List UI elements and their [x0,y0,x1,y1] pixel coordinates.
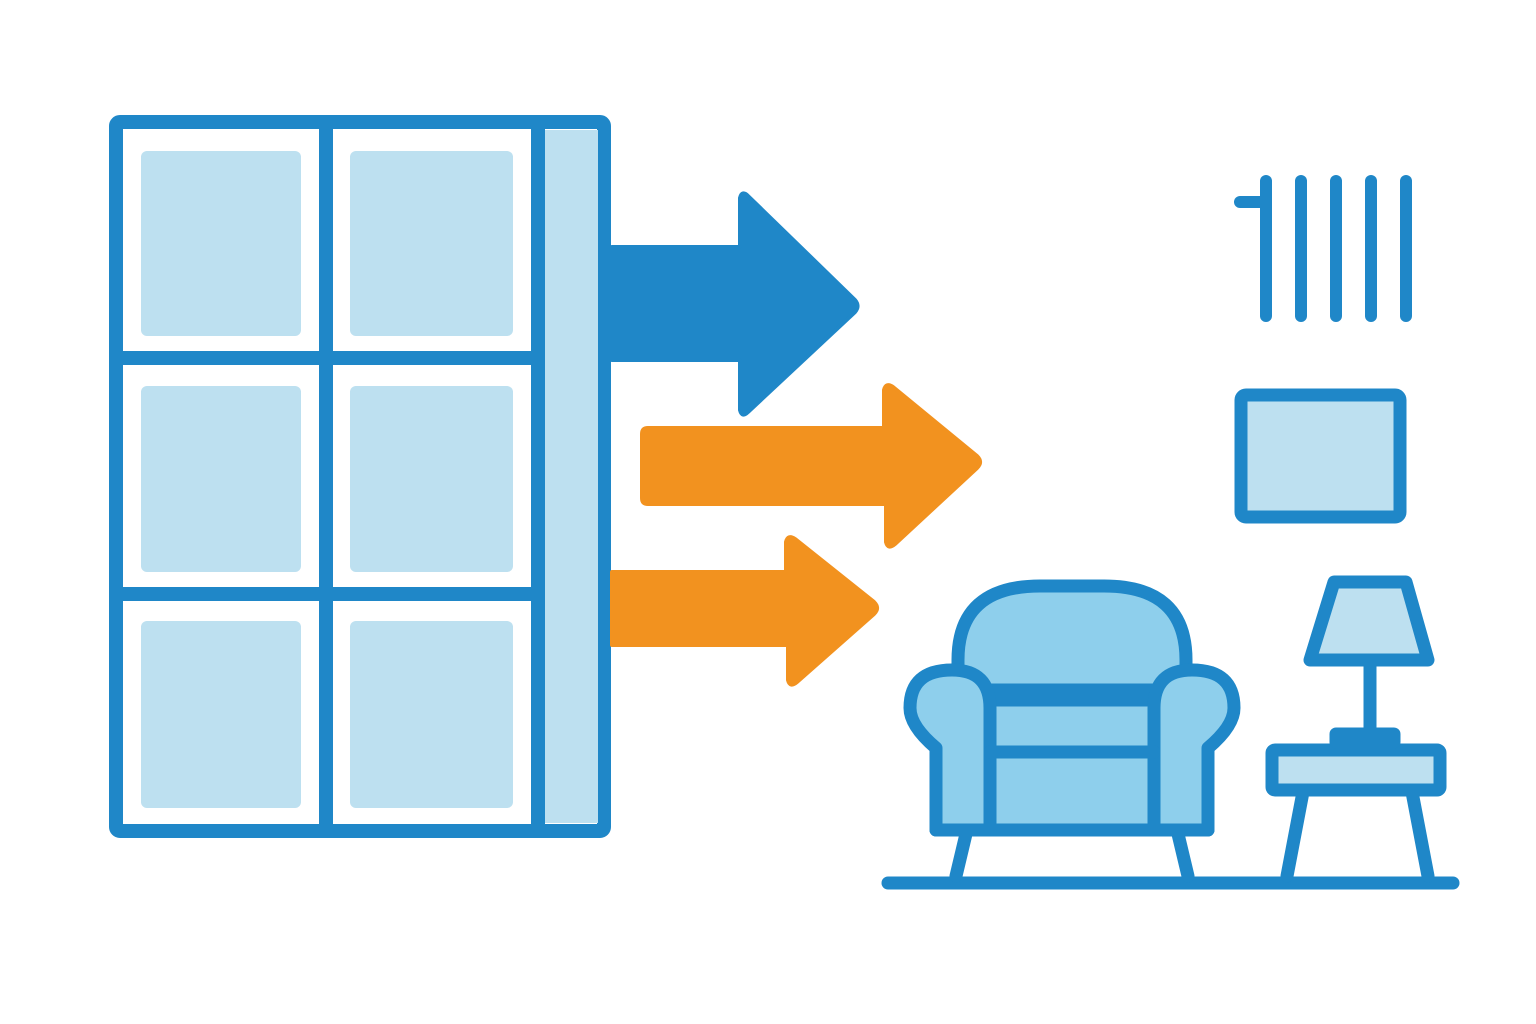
armchair-arm-left [903,663,997,837]
window-pane [350,621,513,808]
radiator-icon [1234,175,1412,322]
armchair-back [951,579,1193,697]
table-lamp-icon [1303,575,1435,749]
window-pane [350,386,513,572]
armchair-leg [1171,827,1195,883]
armchair-leg [949,827,973,883]
blue-arrow-icon [610,191,860,417]
window-side-strip [544,130,598,823]
orange-arrow-upper-icon [640,383,982,549]
window-pane [141,386,301,572]
picture-frame-icon [1234,388,1407,524]
lamp-shade [1303,575,1435,667]
window-icon [109,115,611,838]
window-pane [350,151,513,336]
armchair-icon [903,579,1241,883]
side-table-leg [1405,785,1435,883]
orange-arrow-lower-icon [610,535,879,687]
window-pane [141,151,301,336]
window-panes [141,151,513,808]
side-table-icon [1265,743,1447,883]
side-table-leg [1280,785,1310,883]
side-table-top [1265,743,1447,797]
lamp-base [1329,727,1401,749]
window-pane [141,621,301,808]
armchair-arm-right [1147,663,1241,837]
